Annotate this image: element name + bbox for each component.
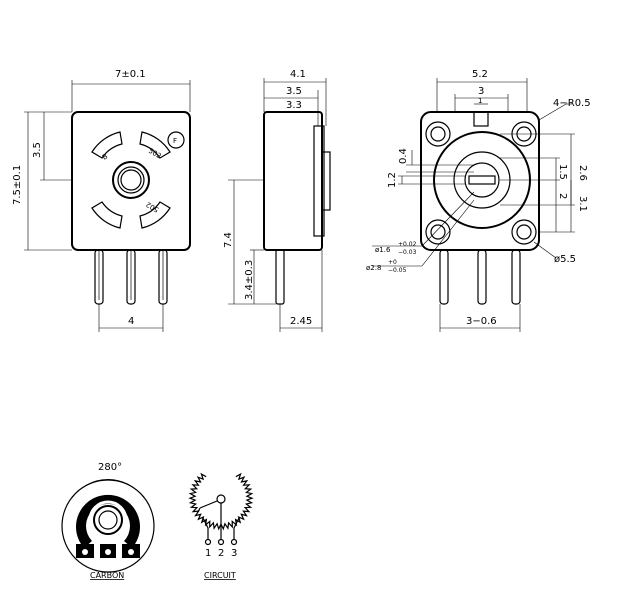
- front-arc-bl: [91, 201, 123, 229]
- circuit-pin-label-1: 1: [205, 548, 211, 559]
- rear-dim-right-b: 1.5: [557, 164, 568, 180]
- side-view: 4.1 3.5 3.3 7.4 3.4±0.3 2.45: [223, 69, 331, 332]
- rear-dim-right-c: 2: [557, 193, 568, 199]
- rear-dim-right-a: 2.6: [577, 165, 588, 181]
- side-body: [263, 111, 323, 251]
- side-shaft: [321, 151, 331, 211]
- front-mark-serial-bottom: 502: [145, 200, 161, 214]
- rear-corner-radius-dim: 4−R0.5: [553, 98, 591, 109]
- rear-hole-large-tol-plus: +0: [388, 259, 397, 266]
- rear-mount-hole-dim: ø5.5: [554, 254, 576, 265]
- circuit-pin-3: [230, 538, 238, 546]
- side-total-height-dim: 7.4: [223, 232, 234, 248]
- carbon-angle-label: 280°: [98, 462, 122, 473]
- rear-key: [473, 111, 489, 127]
- rear-offset-top-dim: 0.4: [398, 148, 409, 164]
- side-pin-offset-dim: 2.45: [290, 316, 312, 327]
- front-pin-spacing-dim: 4: [128, 316, 134, 327]
- rear-hole-bl: [425, 219, 451, 245]
- front-mark-b: B: [101, 152, 109, 161]
- rear-hole-small-tol-minus: −0.03: [398, 249, 417, 256]
- rear-hole-tl: [425, 121, 451, 147]
- rear-shaft-slot: [468, 175, 496, 185]
- carbon-track: [76, 494, 140, 548]
- front-knob-core: [120, 169, 142, 191]
- side-body-depth-dim: 3.5: [286, 86, 302, 97]
- rear-slot-width-dim: 3: [478, 86, 484, 97]
- side-depth-dim: 4.1: [290, 69, 306, 80]
- front-arc-br: [139, 201, 171, 229]
- rear-hole-large-dim: ø2.8: [366, 264, 381, 272]
- front-top-offset-dim: 3.5: [32, 142, 43, 158]
- carbon-outer: [61, 479, 155, 573]
- carbon-label: CARBON: [90, 571, 124, 580]
- rear-dim-right-d: 3.1: [577, 196, 588, 212]
- rear-hole-small-dim: ø1.6: [375, 246, 391, 254]
- side-pin: [275, 249, 285, 305]
- rear-pin-2: [477, 249, 487, 305]
- rear-hole-small-tol-plus: +0.02: [398, 241, 417, 248]
- circuit-wiper: [199, 500, 218, 509]
- side-pin-length-dim: 3.4±0.3: [244, 260, 255, 300]
- front-knob-outer: [112, 161, 150, 199]
- front-arc-tl: [91, 131, 123, 159]
- front-arc-tr: [139, 131, 171, 159]
- circuit-pin-label-3: 3: [231, 548, 237, 559]
- front-knob-inner: [117, 166, 145, 194]
- rear-shaft-core: [464, 162, 500, 198]
- side-flange: [313, 125, 325, 237]
- circuit-label: CIRCUIT: [204, 571, 236, 580]
- front-height-dim: 7.5±0.1: [12, 165, 23, 205]
- rear-width-dim: 5.2: [472, 69, 488, 80]
- circuit-pin-2: [217, 538, 225, 546]
- rear-slot-inner-dim: 1: [478, 97, 482, 105]
- front-view: B 502 502 F 7±0.1 7.5±0.1 3.5 4: [12, 69, 191, 332]
- rear-pin-spacing-dim: 3−0.6: [466, 316, 497, 327]
- circuit-pin-1: [204, 538, 212, 546]
- front-logo-mark: F: [173, 137, 177, 145]
- rear-hole-large-tol-minus: −0.05: [388, 267, 407, 274]
- rear-hole-br: [511, 219, 537, 245]
- logo-icon: [167, 131, 185, 149]
- rear-pin-1: [439, 249, 449, 305]
- rear-view: 5.2 3 1 4−R0.5 0.4 1.2 2.6 1.5 2 3.1: [366, 69, 591, 332]
- carbon-wiper: [93, 505, 123, 535]
- carbon-diagram: 280° CARBON: [61, 462, 155, 580]
- circuit-pin-label-2: 2: [218, 548, 224, 559]
- front-width-dim: 7±0.1: [115, 69, 146, 80]
- rear-shaft-height-dim: 1.2: [387, 172, 398, 188]
- circuit-diagram: 1 2 3 CIRCUIT: [188, 472, 254, 580]
- rear-pin-3: [511, 249, 521, 305]
- side-inner-depth-dim: 3.3: [286, 100, 302, 111]
- circuit-wiper-pivot: [216, 494, 226, 504]
